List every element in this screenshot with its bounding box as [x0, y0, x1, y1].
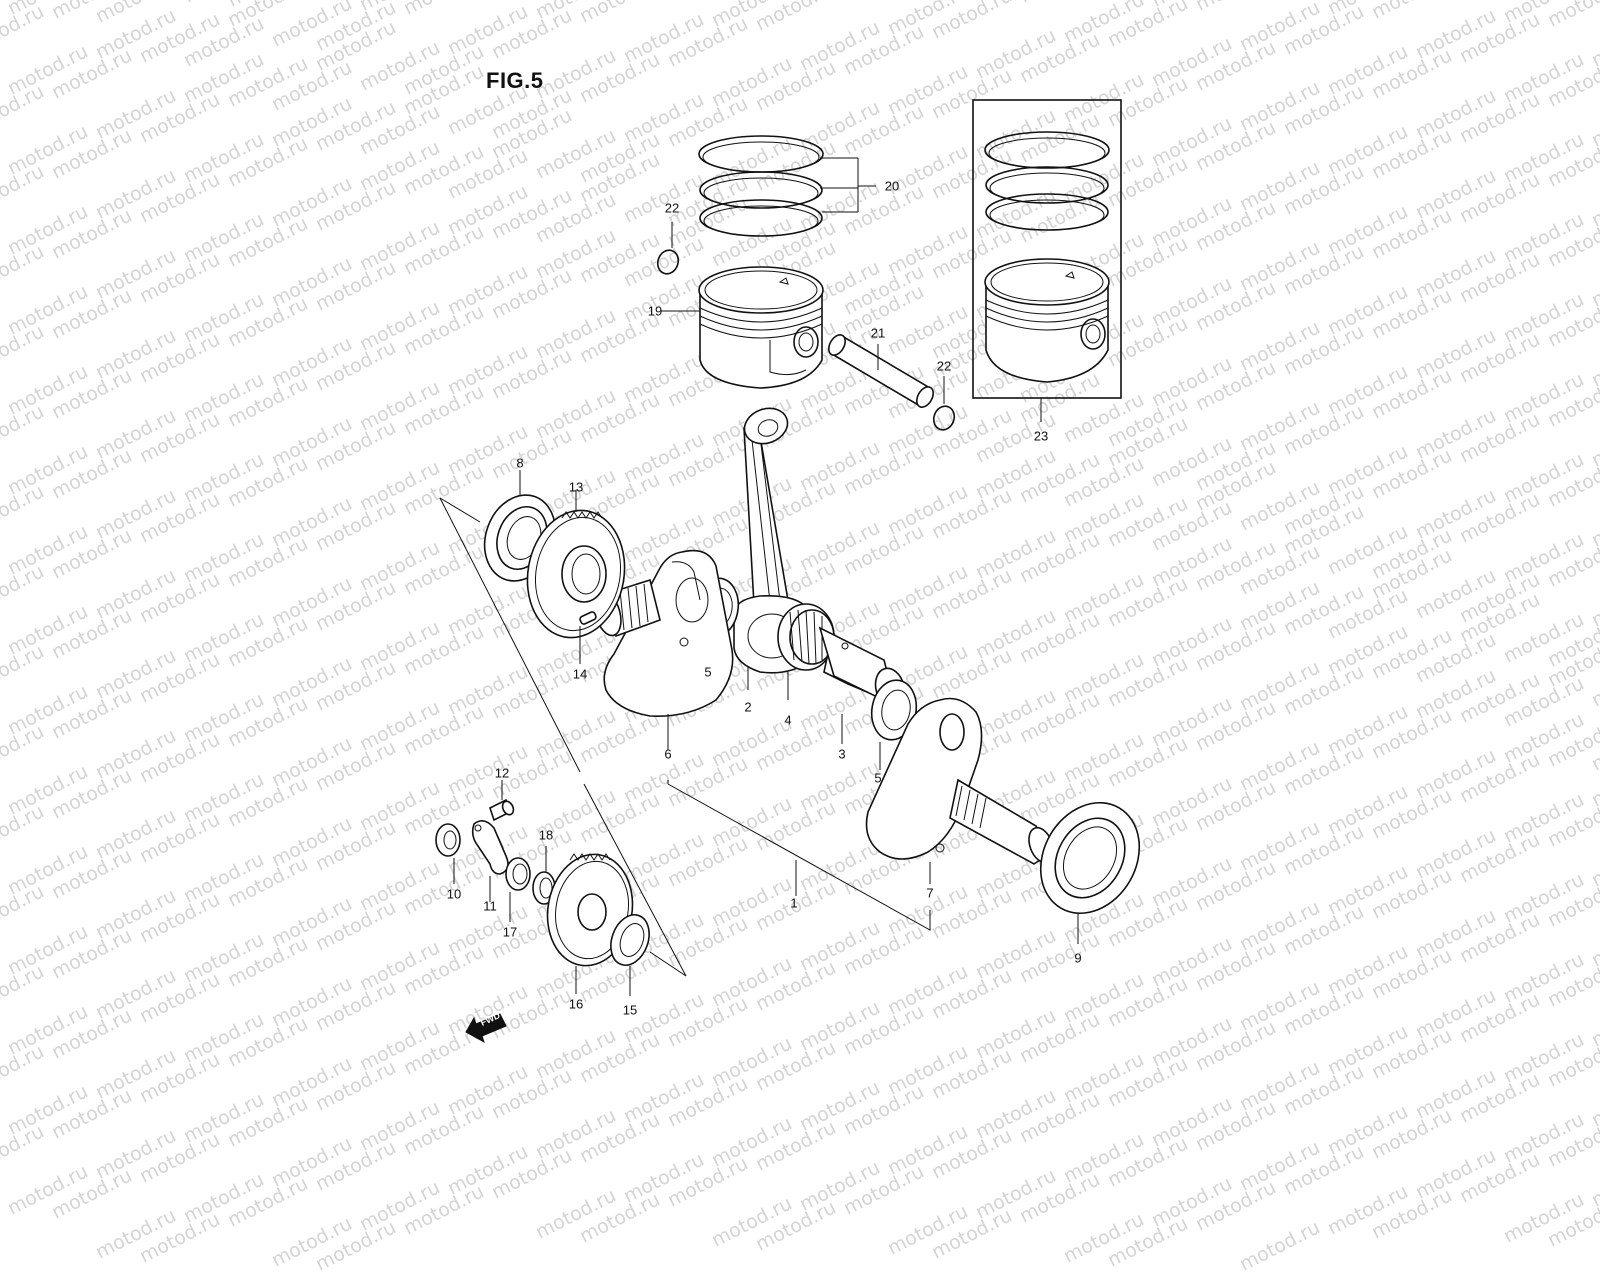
watermark-text: motod.ru: [708, 1192, 796, 1252]
callout-3: 3: [838, 746, 846, 762]
callout-18: 18: [538, 827, 554, 843]
callout-19: 19: [647, 303, 663, 319]
callout-7: 7: [926, 885, 934, 901]
callout-20: 20: [884, 178, 900, 194]
crank-gear: [526, 490, 626, 639]
needle-bearing: [777, 603, 835, 700]
bearing-right: [1039, 801, 1141, 944]
callout-4: 4: [784, 712, 792, 728]
watermark-text: motod.ru: [1236, 1216, 1324, 1276]
leader-lines-20: [820, 157, 876, 213]
callout-23: 23: [1033, 428, 1049, 444]
piston-set-box: [972, 99, 1122, 422]
figure-title: FIG.5: [486, 68, 544, 93]
watermark-text: motod.ru: [752, 1196, 840, 1256]
callout-6: 6: [664, 746, 672, 762]
callout-9: 9: [1074, 950, 1082, 966]
piston: [660, 266, 824, 389]
watermark-text: motod.ru: [268, 1212, 356, 1272]
callout-12: 12: [494, 765, 510, 781]
piston-pin: [828, 334, 934, 408]
callout-14: 14: [572, 666, 588, 682]
callout-22-right: 22: [936, 358, 952, 374]
callout-22-left: 22: [664, 200, 680, 216]
callout-2: 2: [744, 699, 752, 715]
reference-lines: [439, 497, 931, 977]
callout-15: 15: [622, 1002, 638, 1018]
circlip-right: [932, 376, 956, 431]
callout-1: 1: [790, 895, 798, 911]
callout-10: 10: [446, 886, 462, 902]
spacer: [505, 857, 531, 922]
callout-5-left: 5: [704, 664, 712, 680]
exploded-view-drawing: [435, 99, 1141, 1044]
watermark-text: motod.ru: [1544, 1192, 1600, 1252]
callout-5-right: 5: [874, 770, 882, 786]
oil-seal: [435, 823, 461, 884]
callout-16: 16: [568, 996, 584, 1012]
retainer-plate: [471, 820, 509, 902]
bolt: [489, 780, 515, 822]
circlip-left: [656, 222, 680, 275]
callout-17: 17: [502, 924, 518, 940]
watermark-text: motod.ru: [884, 1200, 972, 1260]
watermark-text: motod.ru: [312, 1216, 400, 1276]
watermark-text: motod.ru: [1104, 1212, 1192, 1272]
fwd-arrow-icon: [465, 1013, 507, 1044]
callout-11: 11: [483, 898, 497, 914]
piston-rings: [698, 135, 824, 237]
callout-13: 13: [568, 479, 584, 495]
gear-bushing: [610, 914, 650, 996]
watermark-text: motod.ru: [92, 1204, 180, 1264]
callout-21: 21: [870, 325, 886, 341]
watermark-text: motod.ru: [1060, 1208, 1148, 1268]
watermark-text: motod.ru: [136, 1208, 224, 1268]
woodruff-key: [579, 611, 597, 664]
watermark-text: motod.ru: [928, 1204, 1016, 1264]
callout-8: 8: [516, 455, 524, 471]
